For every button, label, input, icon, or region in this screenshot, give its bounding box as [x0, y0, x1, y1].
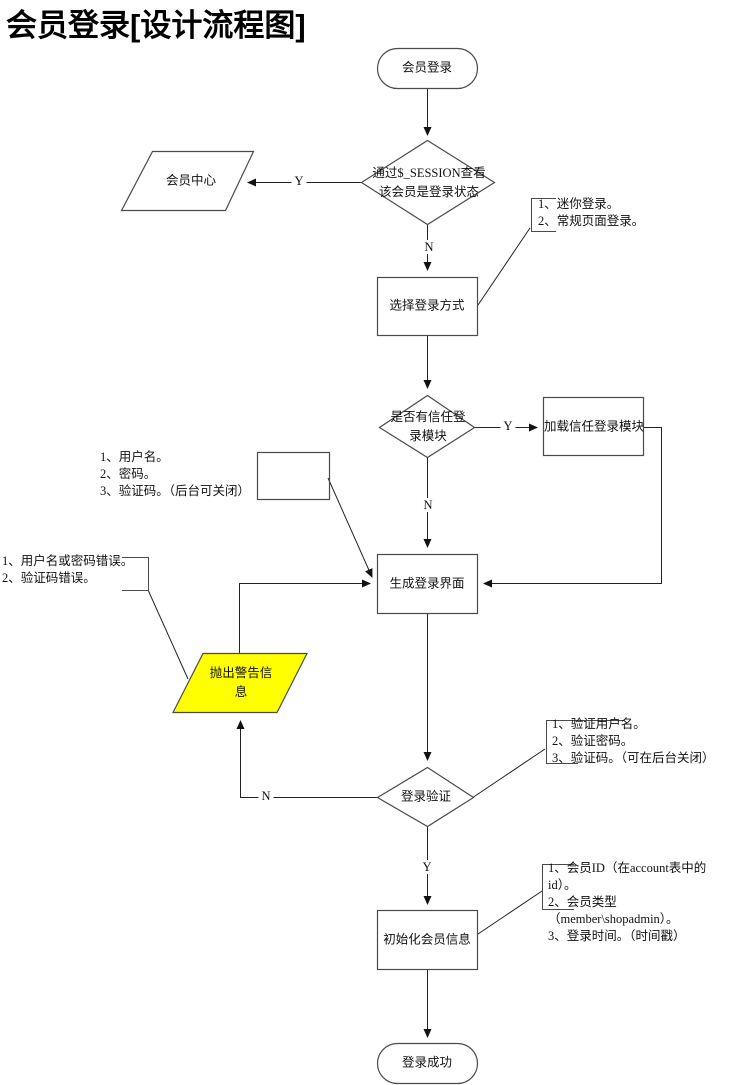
note-login-form-fields: 1、用户名。 2、密码。 3、验证码。（后台可关闭） — [100, 450, 251, 498]
edge-verify-to-warning — [236, 720, 378, 798]
label-choose-login-mode: 选择登录方式 — [389, 298, 465, 313]
note-warning-reasons: 1、用户名或密码错误。 2、验证码错误。 — [2, 554, 134, 585]
label-verify-login: 登录验证 — [400, 789, 452, 804]
label-render-login-ui: 生成登录界面 — [389, 576, 465, 591]
process-render-login-ui — [376, 553, 479, 615]
callout-line-member-init — [477, 890, 543, 935]
note-member-init-fields: 1、会员ID（在account表中的id）。 2、会员类型（member\sho… — [548, 861, 707, 943]
bracket-member-init — [542, 864, 574, 910]
decision-verify-login — [376, 766, 475, 828]
decision-has-trust-module — [378, 394, 476, 459]
edge-label-trust-no: N — [420, 498, 436, 512]
bracket-verify-checks — [546, 720, 625, 764]
bracket-warning-reasons — [122, 557, 149, 591]
callout-line-login-modes — [477, 227, 531, 306]
callout-line-warning-reasons — [148, 590, 189, 680]
label-init-member-info: 初始化会员信息 — [383, 932, 471, 947]
callout-box-login-fields — [256, 451, 331, 501]
edge-warning-to-render — [239, 579, 371, 653]
edge-label-trust-yes: Y — [500, 419, 516, 433]
note-verify-checks: 1、验证用户名。 2、验证密码。 3、验证码。（可在后台关闭） — [552, 717, 715, 765]
io-member-center — [120, 150, 255, 212]
edge-label-verify-yes: Y — [419, 860, 435, 874]
label-start: 会员登录 — [401, 60, 453, 75]
decision-check-session — [360, 139, 496, 226]
edge-load-to-render — [483, 427, 662, 588]
page-title: 会员登录[设计流程图] — [6, 8, 306, 43]
bracket-login-modes — [531, 198, 556, 232]
note-login-modes: 1、迷你登录。 2、常规页面登录。 — [538, 197, 645, 228]
terminator-start — [376, 47, 479, 90]
label-throw-warning: 抛出警告信 息 — [209, 666, 273, 699]
label-has-trust-module: 是否有信任登 录模块 — [390, 410, 466, 443]
label-member-center: 会员中心 — [165, 173, 217, 188]
edge-label-verify-no: N — [258, 789, 274, 803]
label-load-trust-module: 加载信任登录模块 — [543, 419, 645, 434]
terminator-success — [376, 1042, 479, 1085]
edge-label-session-no: N — [421, 240, 437, 254]
label-check-session: 通过$_SESSION查看 该会员是登录状态 — [372, 166, 486, 199]
io-throw-warning — [172, 652, 308, 714]
process-load-trust-module — [542, 396, 645, 457]
callout-line-verify-checks — [473, 748, 546, 798]
label-success: 登录成功 — [401, 1055, 453, 1070]
process-init-member-info — [376, 909, 479, 971]
edge-label-session-yes: Y — [291, 174, 307, 188]
callout-line-login-fields — [327, 477, 373, 578]
process-choose-login-mode — [376, 276, 479, 337]
